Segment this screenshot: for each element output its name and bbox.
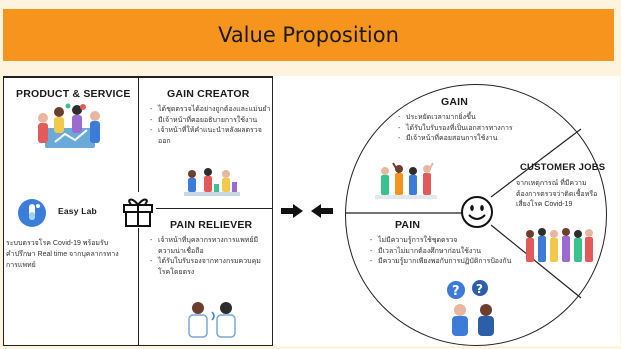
svg-text:?: ?: [476, 282, 483, 296]
gain-creator-item: มีเจ้าหน้าที่คอยอธิบายการใช้งาน: [150, 116, 272, 127]
product-description-line: คำปรึกษา Real time จากบุคลากรทาง: [6, 251, 119, 258]
customer-jobs-list: จากเหตุการณ์ ที่มีความต้องการตรวจว่าติดเ…: [508, 179, 598, 211]
pain-item: มีความรู้มากเพียงพอกับการปฏิบัติการป้องก…: [370, 257, 520, 268]
pain-reliever-item: ได้รับใบรับรองจากทางกรมควบคุมโรคโดยตรง: [150, 257, 272, 278]
page-title: Value Proposition: [218, 23, 399, 47]
pain-item: มีเวลาไม่มากต้องศึกษาก่อนใช้งาน: [370, 247, 520, 258]
gain-list: ประหยัดเวลามากยิ่งขึ้น ได้รับใบรับรองที่…: [398, 113, 518, 145]
confused-people-illustration: ? ?: [447, 280, 494, 336]
product-description-line: การแพทย์: [6, 262, 36, 269]
gift-icon: [120, 192, 156, 228]
product-description-line: ระบบตรวจโรค Covid-19 พร้อมรับ: [6, 240, 109, 247]
gain-heading: GAIN: [441, 96, 469, 108]
gain-creator-item: ได้ชุดตรวจได้อย่างถูกต้องและแม่นยำ: [150, 105, 272, 116]
team-people-illustration: [38, 103, 100, 148]
svg-text:?: ?: [452, 284, 460, 299]
title-banner: Value Proposition: [3, 9, 614, 61]
gain-item: ประหยัดเวลามากยิ่งขึ้น: [398, 113, 518, 124]
pain-item: ไม่มีความรู้การใช้ชุดตรวจ: [370, 236, 520, 247]
brand-name: Easy Lab: [58, 206, 97, 216]
test-tube-logo-icon: [18, 199, 46, 227]
gain-creator-item: เจ้าหน้าที่ให้คำแนะนำหลังผลตรวจออก: [150, 126, 272, 147]
smiley-face-icon: [461, 196, 493, 228]
pain-reliever-list: เจ้าหน้าที่บุคลากรทางการแพทย์มีความน่าเช…: [150, 236, 272, 278]
crowd-illustration: [526, 228, 593, 262]
celebrating-people-illustration: [375, 162, 437, 199]
customer-jobs-heading: CUSTOMER JOBS: [520, 162, 606, 173]
pain-list: ไม่มีความรู้การใช้ชุดตรวจ มีเวลาไม่มากต้…: [370, 236, 520, 268]
pain-reliever-heading: PAIN RELIEVER: [170, 219, 253, 231]
arrow-right-icon: [281, 204, 303, 218]
product-service-heading: PRODUCT & SERVICE: [16, 88, 131, 100]
gain-item: มีเจ้าหน้าที่คอยสอนการใช้งาน: [398, 134, 518, 145]
value-map-horizontal-divider: [138, 208, 273, 209]
product-description: ระบบตรวจโรค Covid-19 พร้อมรับ คำปรึกษา R…: [6, 238, 119, 271]
lab-workers-illustration: [184, 168, 240, 196]
pain-reliever-item: เจ้าหน้าที่บุคลากรทางการแพทย์มีความน่าเช…: [150, 236, 272, 257]
pain-heading: PAIN: [395, 219, 421, 231]
gain-creator-heading: GAIN CREATOR: [167, 88, 250, 100]
customer-jobs-item: จากเหตุการณ์ ที่มีความต้องการตรวจว่าติดเ…: [508, 179, 598, 211]
gain-item: ได้รับใบรับรองที่เป็นเอกสารทางการ: [398, 124, 518, 135]
arrow-left-icon: [311, 204, 333, 218]
doctors-illustration: [188, 302, 236, 338]
gain-creator-list: ได้ชุดตรวจได้อย่างถูกต้องและแม่นยำ มีเจ้…: [150, 105, 272, 147]
